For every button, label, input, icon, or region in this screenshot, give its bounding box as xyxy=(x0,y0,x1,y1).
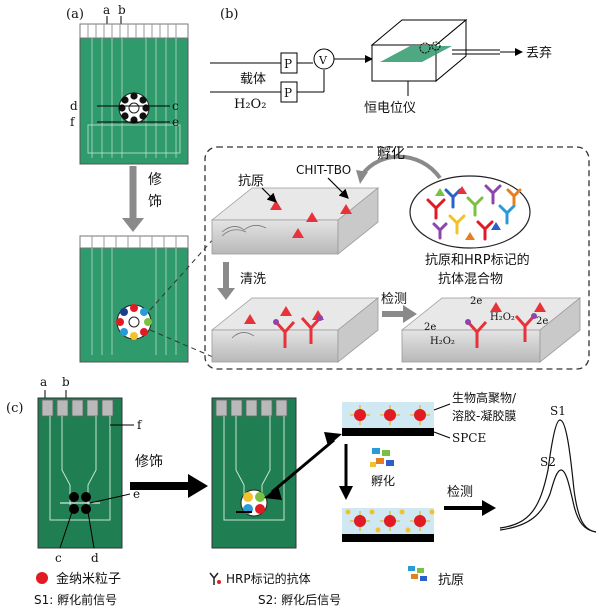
legend-s1-desc: S1: 孵化前信号 xyxy=(34,592,117,607)
legend-antigen: 抗原 xyxy=(438,573,464,588)
valve-label: V xyxy=(318,54,328,67)
electron-label-2: 2e xyxy=(424,322,436,333)
panel-a-label: (a) xyxy=(66,7,84,22)
h2o2-label-b: H₂O₂ xyxy=(234,97,266,112)
electrode-left-c xyxy=(37,397,123,549)
carrier-label: 载体 xyxy=(240,72,266,87)
wash-label: 清洗 xyxy=(240,272,266,287)
electrode-label-c-top: c xyxy=(172,99,179,113)
antigen-cluster-c xyxy=(370,448,394,467)
process-dashed-box xyxy=(204,146,590,370)
detect-label-c: 检测 xyxy=(447,485,473,500)
h2o2-label-a2: H₂O₂ xyxy=(430,336,455,347)
panel-b-label: (b) xyxy=(220,7,238,22)
cross-section-top xyxy=(342,402,434,436)
electrode-bottom-a xyxy=(79,235,189,363)
antigen-antibody-mixture xyxy=(409,175,531,249)
modify-label-a-char2: 饰 xyxy=(148,194,162,210)
pump-label-2: P xyxy=(284,86,292,100)
electrode-label-d-top: d xyxy=(70,99,78,113)
hrp-antibody-legend-icon xyxy=(209,572,221,585)
detect-label-a: 检测 xyxy=(381,292,407,307)
s2-label: S2 xyxy=(540,455,556,469)
gold-np-legend-icon xyxy=(36,572,48,584)
electrode-label-e-top: e xyxy=(172,115,179,129)
flow-cell xyxy=(370,18,500,83)
slab-bottom-right xyxy=(400,297,582,363)
electron-label-3: 2e xyxy=(536,316,548,327)
legend-gold-np: 金纳米粒子 xyxy=(56,571,121,587)
h2o2-label-a1: H₂O₂ xyxy=(490,312,515,323)
mixture-label-line2: 抗体混合物 xyxy=(438,272,503,287)
legend-s2-desc: S2: 孵化后信号 xyxy=(258,593,341,607)
antigen-label: 抗原 xyxy=(238,174,264,189)
incubate-label-a: 孵化 xyxy=(377,146,405,162)
incubate-label-c: 孵化 xyxy=(371,474,395,488)
pump-label-1: P xyxy=(284,57,292,71)
electrode-label-b-bottom: b xyxy=(62,375,70,389)
slab-top xyxy=(210,187,380,255)
electrode-label-e-bottom: e xyxy=(133,487,140,501)
s1-label: S1 xyxy=(550,404,566,418)
slab-bottom-left xyxy=(210,297,380,363)
electrode-label-f-bottom: f xyxy=(137,418,143,432)
panel-c-label: (c) xyxy=(6,401,23,416)
mixture-label-line1: 抗原和HRP标记的 xyxy=(425,252,530,268)
electrode-label-d-bottom: d xyxy=(91,551,99,565)
electron-label-1: 2e xyxy=(470,296,482,307)
modify-label-c: 修饰 xyxy=(135,454,163,470)
cross-section-bottom xyxy=(342,508,435,542)
biopolymer-label-line1: 生物高聚物/ xyxy=(452,390,517,405)
chit-tbo-label: CHIT-TBO xyxy=(296,163,351,177)
electrode-label-a-bottom: a xyxy=(40,375,47,389)
electrode-label-f-top: f xyxy=(70,115,76,129)
spce-label: SPCE xyxy=(452,431,486,445)
potentiostat-label: 恒电位仪 xyxy=(364,101,416,116)
electrode-label-b-top: b xyxy=(118,3,126,17)
electrode-label-a-top: a xyxy=(103,3,110,17)
biopolymer-label-line2: 溶胶-凝胶膜 xyxy=(452,408,516,423)
modify-label-a-char1: 修 xyxy=(148,172,162,188)
electrode-top-a xyxy=(79,23,189,165)
electrode-label-c-bottom: c xyxy=(55,551,62,565)
legend-hrp-antibody: HRP标记的抗体 xyxy=(226,571,311,586)
waste-label: 丢弃 xyxy=(526,46,552,61)
signal-curves xyxy=(499,419,597,533)
electrode-right-c xyxy=(211,397,297,549)
antigen-legend-icon xyxy=(408,566,427,581)
